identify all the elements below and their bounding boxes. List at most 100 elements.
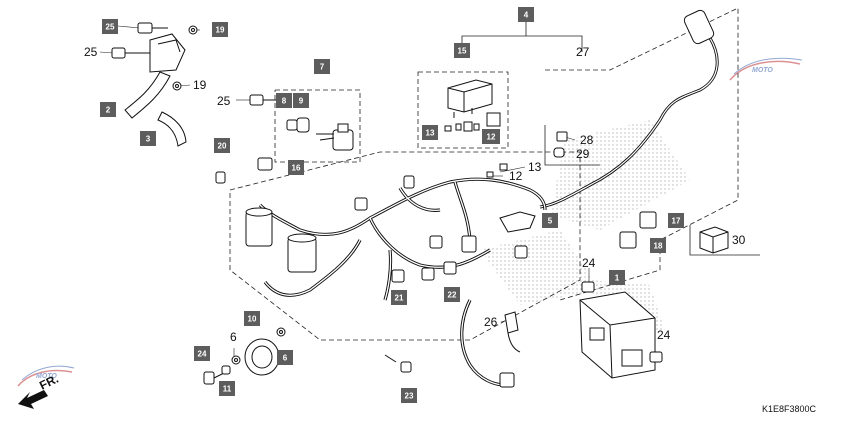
main-harness-outline — [229, 151, 581, 341]
relay-30-part — [699, 226, 729, 254]
callout-8[interactable]: 8 — [276, 93, 292, 108]
callout-3[interactable]: 3 — [140, 131, 156, 146]
label-25-mid[interactable]: 25 — [84, 45, 98, 59]
label-12[interactable]: 12 — [509, 169, 523, 183]
coil-left — [245, 207, 273, 247]
washer-6-right — [276, 327, 286, 337]
watermark-right: MOTO — [729, 57, 803, 81]
tilt-sensor — [149, 33, 186, 73]
svg-text:18: 18 — [654, 242, 663, 251]
label-30[interactable]: 30 — [732, 233, 746, 247]
svg-text:22: 22 — [448, 291, 457, 300]
relay-18-part — [619, 231, 637, 249]
callout-17[interactable]: 17 — [668, 213, 684, 228]
label-28[interactable]: 28 — [580, 133, 594, 147]
label-24-ecu-right[interactable]: 24 — [657, 328, 671, 342]
callout-23[interactable]: 23 — [401, 388, 417, 403]
ecu-unit — [579, 291, 656, 379]
watermark-swoosh-icon-right — [729, 60, 801, 81]
bolt-24-top-ecu — [581, 281, 595, 293]
svg-text:12: 12 — [487, 133, 496, 142]
callout-1[interactable]: 1 — [609, 270, 625, 285]
svg-text:MOTO: MOTO — [752, 67, 773, 74]
clip-28-part — [556, 131, 568, 142]
callout-7[interactable]: 7 — [314, 59, 330, 74]
label-26[interactable]: 26 — [484, 315, 498, 329]
plain-labels: 25 19 25 27 28 29 13 12 30 24 24 26 6 — [84, 45, 746, 344]
svg-text:13: 13 — [426, 129, 435, 138]
callout-5[interactable]: 5 — [542, 213, 558, 228]
svg-text:24: 24 — [198, 350, 207, 359]
callout-20[interactable]: 20 — [214, 138, 230, 153]
callout-12-box[interactable]: 12 — [482, 129, 500, 144]
front-arrow-icon — [18, 390, 48, 409]
terminal-13 — [499, 163, 508, 171]
label-29[interactable]: 29 — [576, 147, 590, 161]
bolt-24-right-ecu — [649, 351, 663, 363]
label-27[interactable]: 27 — [576, 45, 590, 59]
dashed-group-outlines — [229, 7, 739, 341]
main-harness-core — [259, 178, 546, 386]
svg-text:10: 10 — [248, 315, 257, 324]
grommet-assembly — [244, 338, 280, 376]
harness-connectors — [354, 175, 528, 388]
callout-6-box[interactable]: 6 — [277, 350, 293, 365]
coil-right — [287, 233, 317, 273]
svg-text:8: 8 — [282, 97, 287, 106]
callout-13-box[interactable]: 13 — [422, 125, 438, 140]
clip-8-part — [286, 119, 298, 131]
collar-11-part — [221, 365, 231, 375]
hose-2 — [124, 71, 171, 119]
callout-2[interactable]: 2 — [100, 102, 116, 117]
svg-text:25: 25 — [106, 23, 115, 32]
label-13[interactable]: 13 — [528, 160, 542, 174]
svg-text:5: 5 — [548, 217, 553, 226]
bolt-25-right — [249, 94, 276, 106]
svg-text:1: 1 — [615, 274, 620, 283]
label-19-mid[interactable]: 19 — [193, 78, 207, 92]
right-harness-outline — [545, 7, 739, 301]
harness-clip-16-part — [257, 157, 273, 171]
callout-21[interactable]: 21 — [391, 290, 407, 305]
label-24-ecu-top[interactable]: 24 — [582, 256, 596, 270]
svg-text:2: 2 — [106, 106, 111, 115]
regulator-connector — [316, 123, 354, 151]
callout-19-top[interactable]: 19 — [212, 22, 228, 37]
label-6[interactable]: 6 — [230, 330, 237, 344]
washer-6-left — [231, 355, 241, 365]
callout-16[interactable]: 16 — [288, 160, 304, 175]
terminal-parts — [444, 112, 501, 132]
callout-11[interactable]: 11 — [219, 381, 235, 396]
callout-25-top[interactable]: 25 — [102, 19, 118, 34]
svg-text:11: 11 — [223, 385, 232, 394]
callout-24-box[interactable]: 24 — [194, 346, 210, 361]
svg-text:17: 17 — [672, 217, 681, 226]
relay-17-part — [639, 211, 657, 229]
terminal-12 — [486, 171, 494, 178]
label-25-right[interactable]: 25 — [217, 94, 231, 108]
callout-4[interactable]: 4 — [518, 7, 534, 22]
hose-3 — [157, 111, 187, 147]
washer-19-top — [188, 25, 198, 35]
right-harness-branch-core — [539, 37, 718, 208]
bolt-25-top — [137, 22, 168, 34]
svg-text:19: 19 — [216, 26, 225, 35]
svg-text:15: 15 — [458, 47, 467, 56]
callout-15[interactable]: 15 — [454, 43, 470, 58]
watermark-swoosh-icon — [17, 369, 73, 387]
svg-text:9: 9 — [299, 97, 304, 106]
components — [111, 9, 729, 388]
callout-18[interactable]: 18 — [650, 238, 666, 253]
svg-text:23: 23 — [405, 392, 414, 401]
svg-text:4: 4 — [524, 11, 529, 20]
callout-9[interactable]: 9 — [293, 93, 309, 108]
connector-group-outline — [274, 89, 361, 163]
diagram-code: K1E8F3800C — [762, 404, 817, 414]
callout-22[interactable]: 22 — [444, 287, 460, 302]
svg-text:16: 16 — [292, 164, 301, 173]
callout-10[interactable]: 10 — [244, 311, 260, 326]
coupler-9-part — [296, 117, 310, 133]
harness-end-connector — [683, 9, 715, 45]
washer-19-mid — [172, 81, 182, 91]
